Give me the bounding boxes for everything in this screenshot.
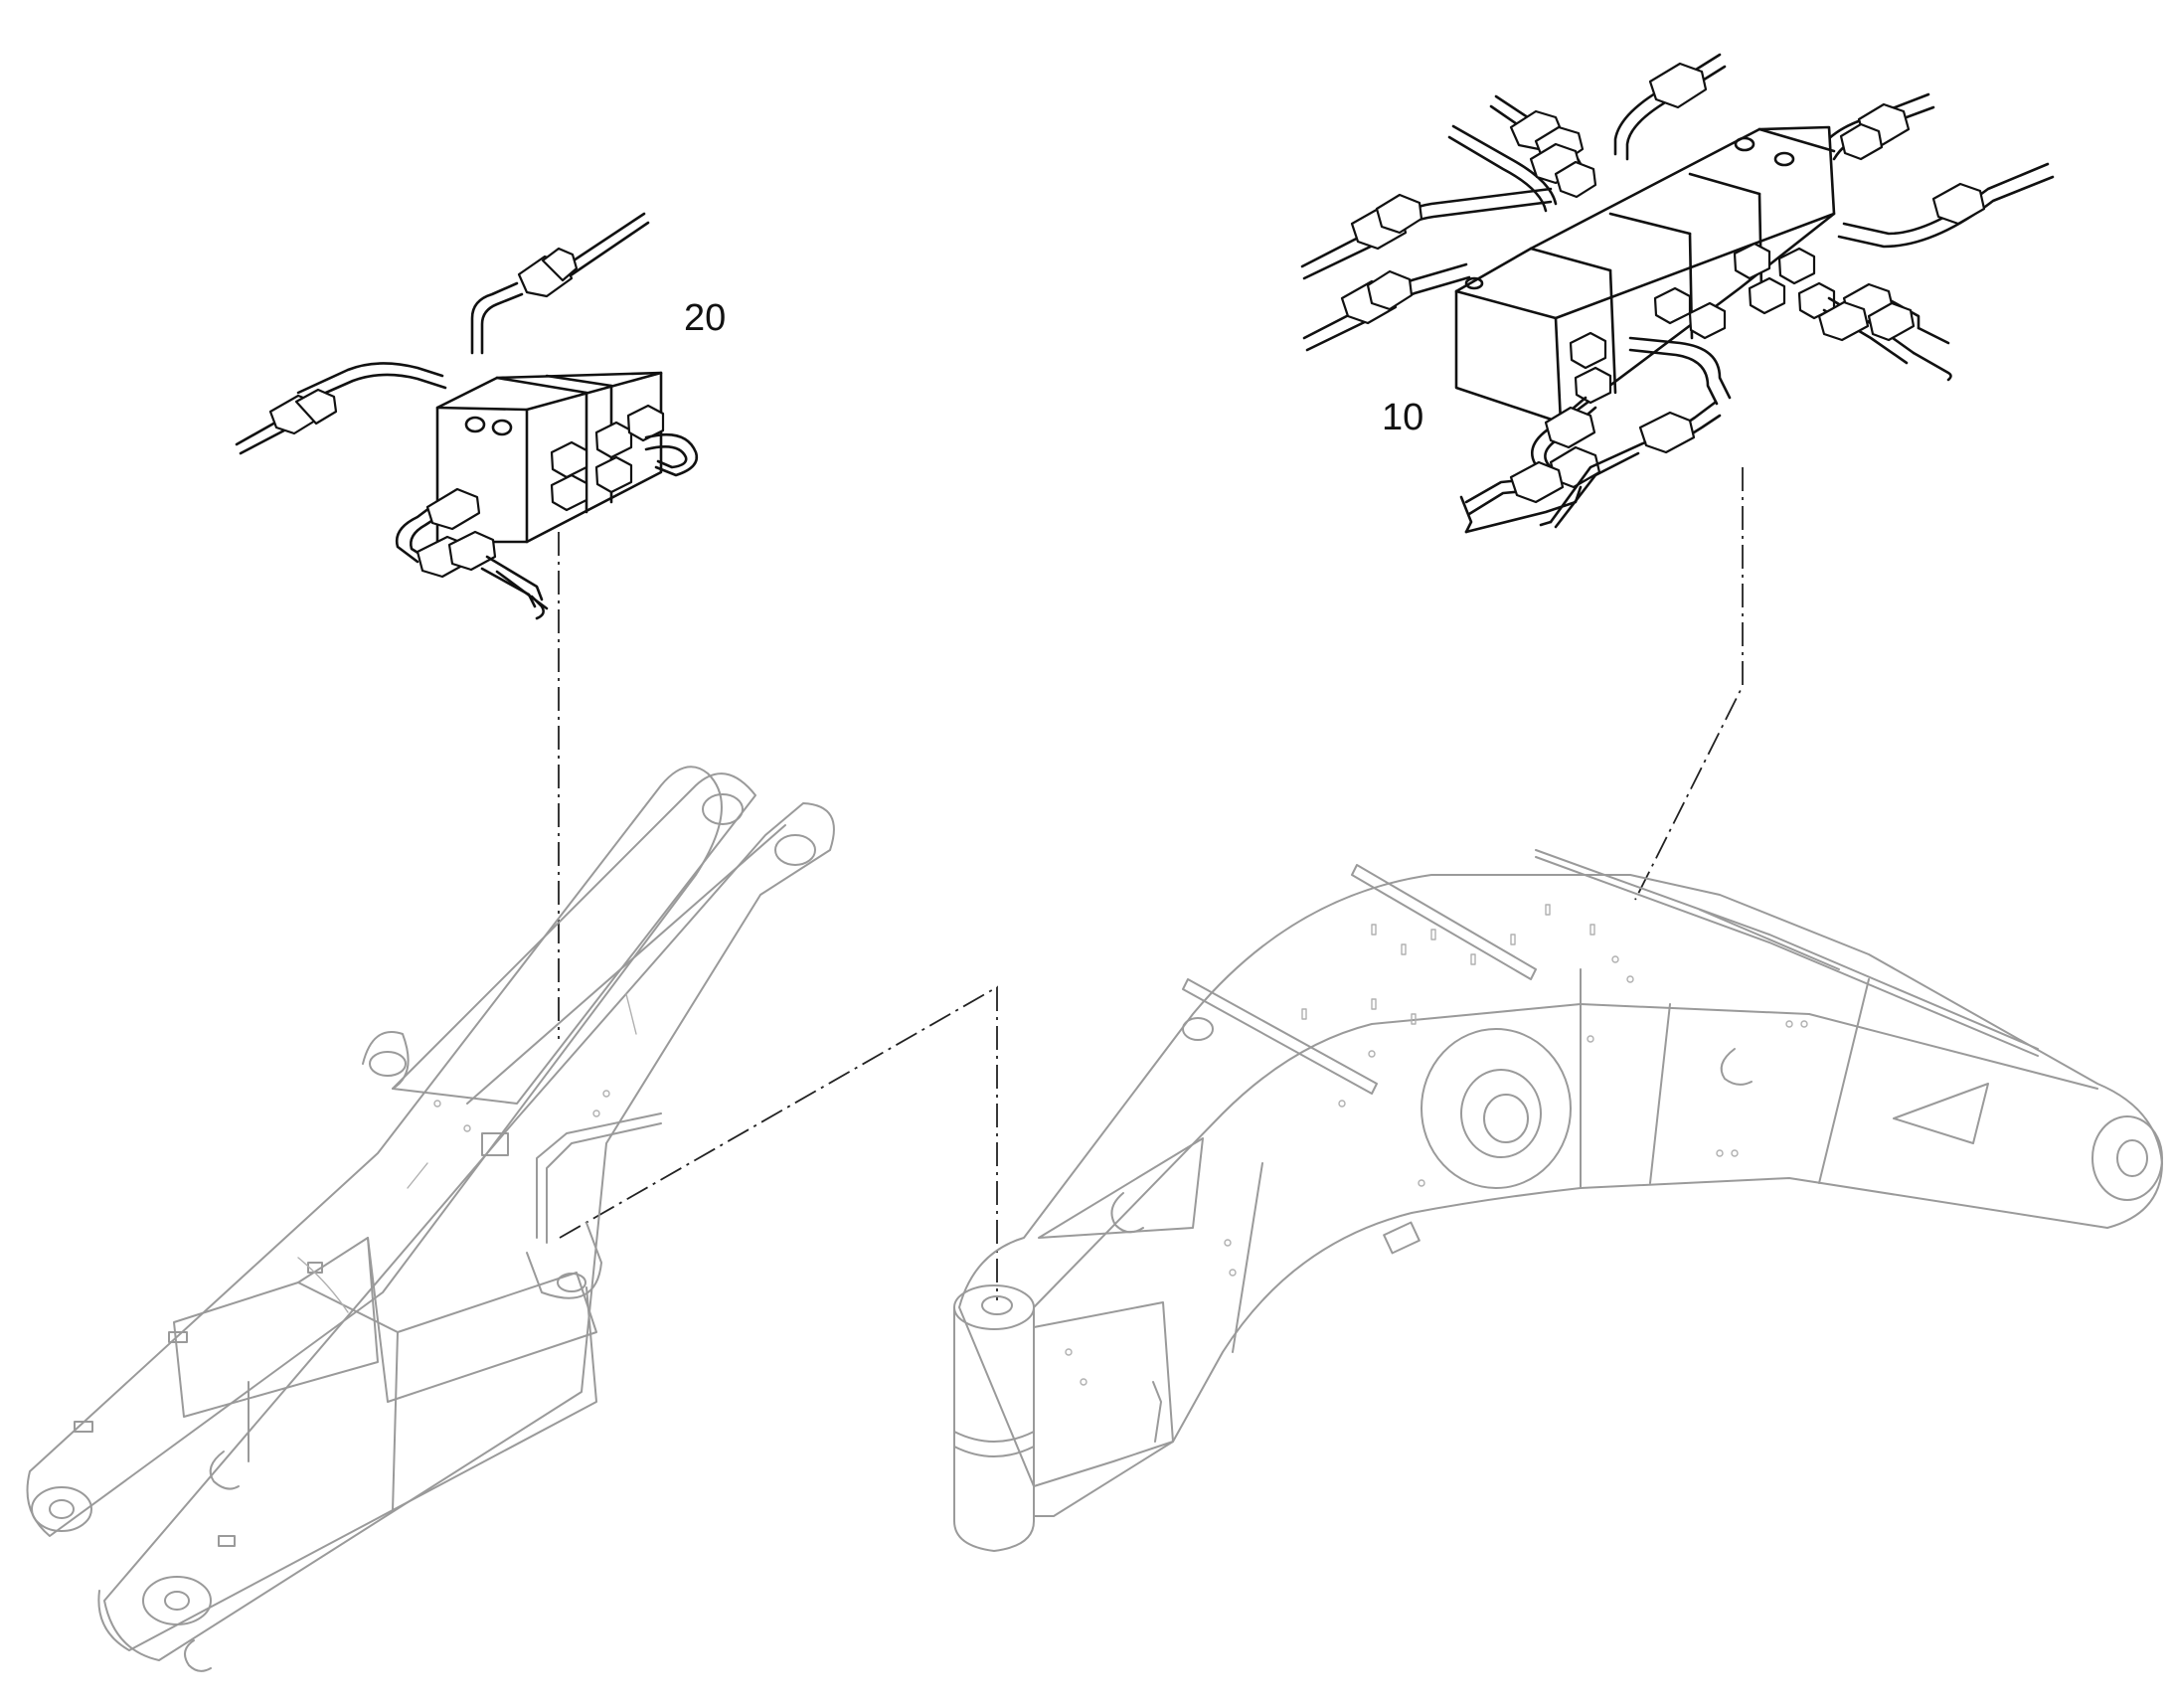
arm-assembly (26, 766, 835, 1672)
callout-10: 10 (1382, 397, 1423, 438)
leader-10-to-boom (1634, 467, 1744, 901)
leader-lines (558, 467, 1744, 1300)
boom-slots (1065, 904, 1808, 1386)
valve-block-10 (1300, 53, 2055, 534)
callout-20: 20 (684, 297, 726, 339)
valve-block-20 (235, 212, 699, 620)
leader-arm-to-boom-pin (559, 985, 998, 1300)
boom-assembly (953, 849, 2163, 1552)
